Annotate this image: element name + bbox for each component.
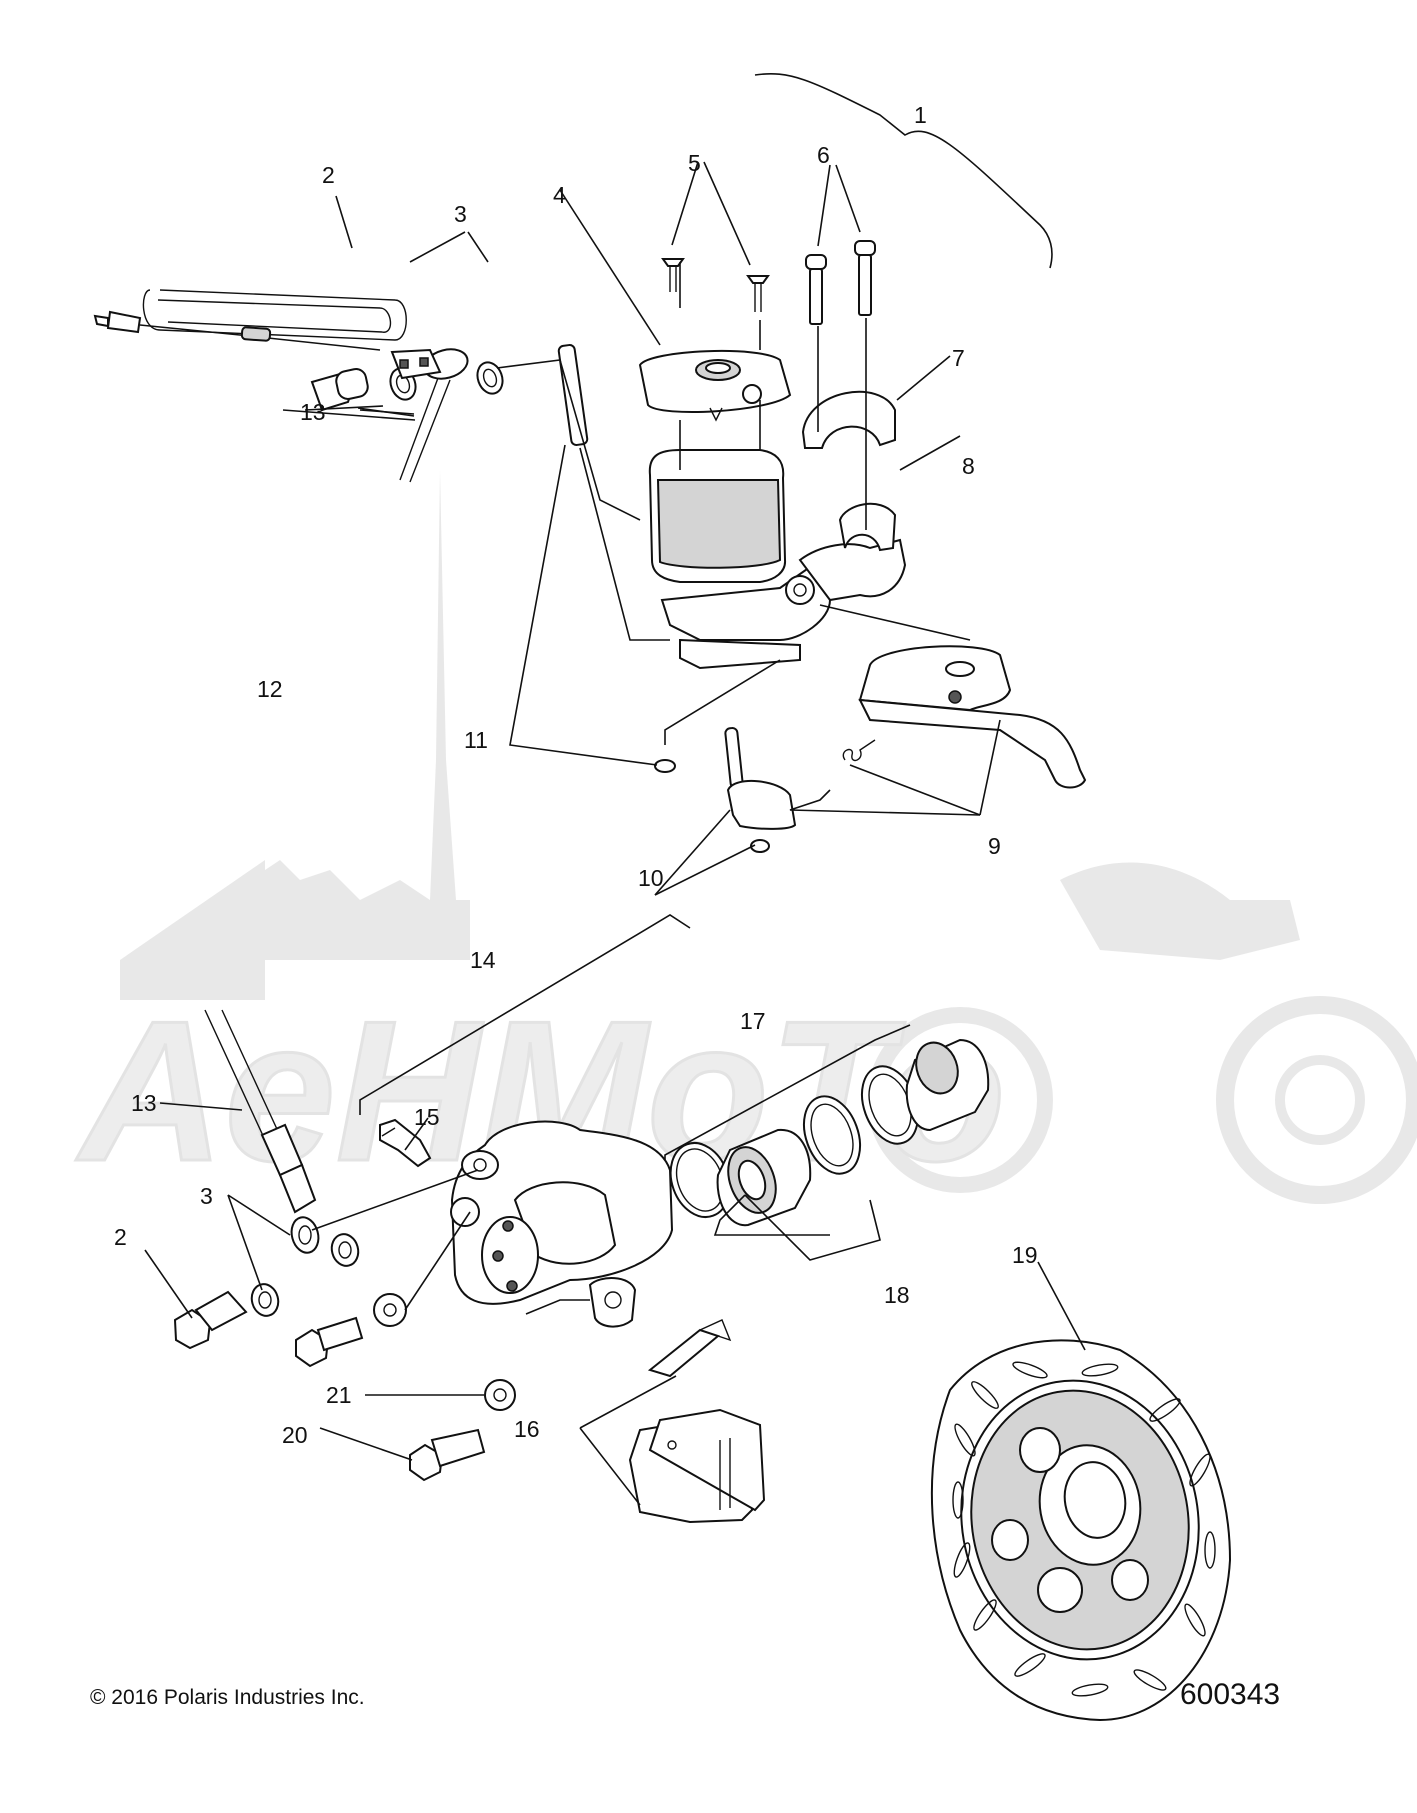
handlebar-clamp <box>801 390 896 449</box>
reservoir-cap <box>638 349 792 422</box>
callout-21: 21 <box>326 1382 352 1408</box>
callout-7: 7 <box>952 345 965 371</box>
callout-2-lower: 2 <box>114 1224 127 1250</box>
brake-pads <box>628 1408 766 1524</box>
caliper-washer-lower <box>484 1379 516 1411</box>
callout-18: 18 <box>884 1282 910 1308</box>
drawing-number: 600343 <box>1180 1678 1281 1711</box>
callout-8: 8 <box>962 453 975 479</box>
caliper-body <box>450 1120 674 1328</box>
pivot-pin <box>557 344 589 446</box>
banjo-bolt-lower <box>173 1290 248 1350</box>
callout-3-lower: 3 <box>200 1183 213 1209</box>
brake-disc <box>930 1339 1232 1722</box>
callout-6: 6 <box>817 142 830 168</box>
brake-hose-lower <box>204 1009 320 1254</box>
callout-4: 4 <box>553 182 566 208</box>
piston-b <box>905 1038 990 1132</box>
pad-pin <box>647 1328 721 1378</box>
piston-seal-b <box>802 1095 862 1175</box>
lever-pin <box>724 727 744 789</box>
copyright-notice: © 2016 Polaris Industries Inc. <box>90 1686 365 1709</box>
callout-1: 1 <box>914 102 927 128</box>
lever-adjuster <box>726 779 797 830</box>
callout-labels: 1 2 3 4 5 6 7 8 9 10 11 12 13 14 15 16 1… <box>114 102 1038 1448</box>
callout-3: 3 <box>454 201 467 227</box>
callout-2: 2 <box>322 162 335 188</box>
callout-12: 12 <box>257 676 283 702</box>
master-cylinder-body <box>648 449 907 670</box>
brake-switch-harness <box>93 289 442 380</box>
lever-spring <box>842 739 876 762</box>
brake-lever <box>858 645 1087 789</box>
callout-11: 11 <box>464 727 488 753</box>
callout-16: 16 <box>514 1416 540 1442</box>
callout-20: 20 <box>282 1422 308 1448</box>
callout-15: 15 <box>414 1104 440 1130</box>
callout-19: 19 <box>1012 1242 1038 1268</box>
bleeder-valve <box>379 1118 432 1168</box>
clamp-bolt-a <box>805 254 827 325</box>
washer-upper-b <box>476 361 504 395</box>
callout-13-lower: 13 <box>131 1090 157 1116</box>
cap-screw-a <box>661 258 685 292</box>
callout-13-upper: 13 <box>300 399 326 425</box>
cap-screw-b <box>746 275 770 312</box>
banjo-bolt-upper <box>310 368 369 412</box>
piston-a <box>716 1128 812 1227</box>
callout-17: 17 <box>740 1008 766 1034</box>
caliper-bolt-lower <box>409 1428 486 1482</box>
callout-5: 5 <box>688 150 701 176</box>
caliper-washer-upper <box>373 1293 407 1327</box>
pin-clip-upper <box>654 759 676 773</box>
caliper-bolt-upper <box>295 1316 364 1368</box>
washer-lower-a <box>250 1283 280 1317</box>
callout-10: 10 <box>638 865 664 891</box>
callout-9: 9 <box>988 833 1001 859</box>
washer-lower-b <box>330 1233 360 1267</box>
clamp-bolt-b <box>854 240 876 316</box>
callout-14: 14 <box>470 947 496 973</box>
pin-clip-lever <box>750 839 770 853</box>
